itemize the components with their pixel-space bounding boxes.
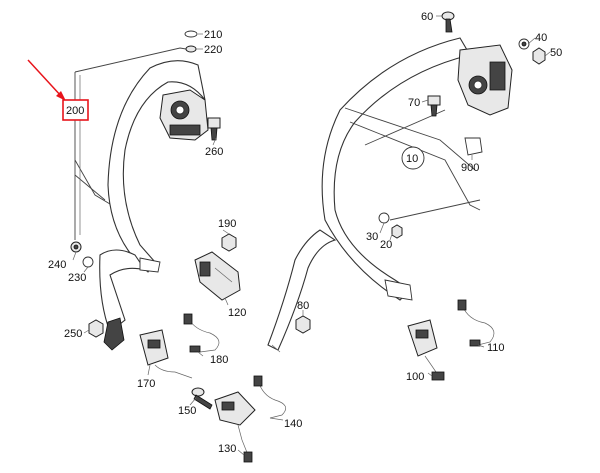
nut-80 <box>295 315 311 334</box>
bolt-60 <box>441 11 455 33</box>
callout-70[interactable]: 70 <box>408 97 420 109</box>
callout-240[interactable]: 240 <box>48 259 66 271</box>
callout-60[interactable]: 60 <box>421 11 433 23</box>
wire-harness-140 <box>253 375 287 419</box>
nut-190 <box>221 233 237 252</box>
bolt-260 <box>207 117 221 141</box>
nut-20 <box>391 224 403 239</box>
callout-130[interactable]: 130 <box>218 443 236 455</box>
nut-240 <box>70 241 82 253</box>
callout-80[interactable]: 80 <box>297 300 309 312</box>
left-retractor <box>159 89 209 141</box>
callout-210[interactable]: 210 <box>204 29 222 41</box>
callout-30[interactable]: 30 <box>366 231 378 243</box>
left-belt-webbing <box>99 60 206 351</box>
buckle-100 <box>407 319 445 381</box>
callout-190[interactable]: 190 <box>218 218 236 230</box>
washer-30 <box>378 212 390 224</box>
right-retractor <box>457 44 513 116</box>
buckle-170 <box>139 329 193 379</box>
part-10-marker <box>401 146 425 170</box>
callout-170[interactable]: 170 <box>137 378 155 390</box>
callout-180[interactable]: 180 <box>210 354 228 366</box>
callout-50[interactable]: 50 <box>550 47 562 59</box>
callout-40[interactable]: 40 <box>535 32 547 44</box>
right-assembly-frame <box>344 107 481 221</box>
washer-230 <box>82 256 94 268</box>
wire-harness-110 <box>457 299 495 347</box>
callout-200[interactable]: 200 <box>66 105 84 117</box>
callout-labels: 210 220 200 260 240 230 190 120 250 170 … <box>48 11 562 455</box>
washer-40 <box>518 38 530 50</box>
right-belt-webbing <box>267 37 471 353</box>
wire-harness-180 <box>183 313 220 353</box>
buckle-120 <box>194 251 241 301</box>
buckle-130 <box>214 391 256 463</box>
callout-140[interactable]: 140 <box>284 418 302 430</box>
callout-900[interactable]: 900 <box>461 162 479 174</box>
callout-220[interactable]: 220 <box>204 44 222 56</box>
highlight-arrow <box>27 59 66 101</box>
bolt-150 <box>191 387 213 410</box>
bolt-70 <box>427 95 441 117</box>
callout-10[interactable]: 10 <box>406 153 418 165</box>
callout-100[interactable]: 100 <box>406 371 424 383</box>
callout-150[interactable]: 150 <box>178 405 196 417</box>
bolt-220 <box>185 45 197 53</box>
callout-260[interactable]: 260 <box>205 146 223 158</box>
callout-230[interactable]: 230 <box>68 272 86 284</box>
highlight-box <box>62 99 89 121</box>
nut-50 <box>532 47 546 65</box>
nut-250 <box>88 319 104 338</box>
label-900 <box>464 137 483 156</box>
leader-lines <box>72 15 551 456</box>
callout-250[interactable]: 250 <box>64 328 82 340</box>
callout-110[interactable]: 110 <box>487 342 505 354</box>
callout-20[interactable]: 20 <box>380 239 392 251</box>
washer-210 <box>184 30 198 38</box>
callout-120[interactable]: 120 <box>228 307 246 319</box>
